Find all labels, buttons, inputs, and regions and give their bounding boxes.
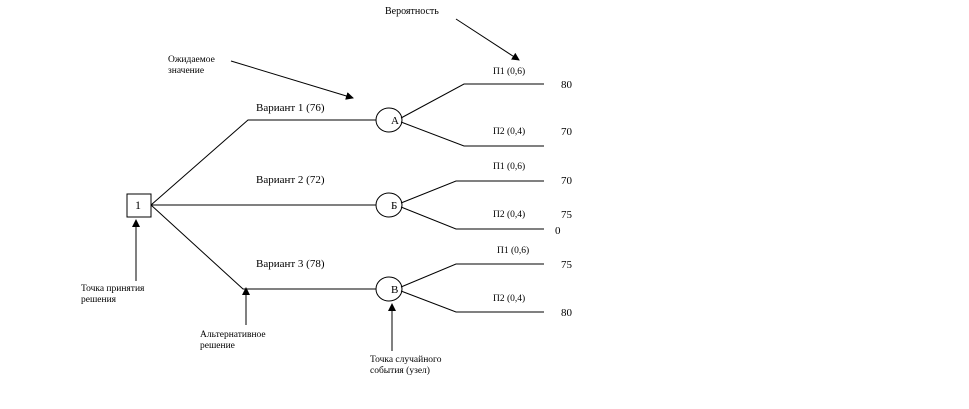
outcome-v2-value: 80 [561, 307, 572, 319]
outcome-branch-a1 [400, 83, 544, 119]
chance-node-v-circle [375, 276, 403, 302]
expected-value-label-line1: Ожидаемое [168, 55, 215, 65]
variant-2-label: Вариант 2 (72) [256, 174, 325, 186]
expected-value-label-line2: значение [168, 66, 205, 76]
chance-node-a-letter: А [391, 115, 399, 127]
outcome-v1-value: 75 [561, 259, 572, 271]
chance-node-v-letter: В [391, 284, 399, 296]
decision-point-label: Точка принятия решения [81, 284, 144, 306]
chance-point-label: Точка случайного события (узел) [370, 355, 441, 377]
branch-v1-label: П1 (0,6) [497, 246, 530, 256]
outcome-b1-value: 70 [561, 175, 572, 187]
decision-point-label-line1: Точка принятия [81, 284, 145, 294]
outcome-b2-value-extra: 0 [555, 225, 561, 237]
chance-point-label-line1: Точка случайного [370, 355, 442, 365]
outcome-branch-v2 [400, 290, 544, 313]
outcome-branch-v1 [400, 263, 544, 288]
chance-node-b-circle [375, 192, 403, 218]
outcome-b2-value: 75 [561, 209, 572, 221]
outcome-branch-b2 [400, 206, 544, 230]
outcome-branch-b1 [400, 180, 544, 204]
variant-1-branch [150, 119, 377, 206]
probability-label: Вероятность [385, 6, 439, 17]
branch-b2-label: П2 (0,4) [493, 210, 526, 220]
chance-node-a-circle [375, 107, 403, 133]
probability-arrow [455, 18, 520, 61]
outcome-a1-value: 80 [561, 79, 572, 91]
expected-value-arrow [230, 60, 354, 100]
chance-point-label-line2: события (узел) [370, 366, 430, 376]
branch-v2-label: П2 (0,4) [493, 294, 526, 304]
outcome-branch-a2 [400, 121, 544, 147]
expected-value-label: Ожидаемое значение [168, 55, 215, 77]
variant-1-label: Вариант 1 (76) [256, 102, 325, 114]
alternative-label: Альтернативное решение [200, 330, 266, 352]
alternative-label-line2: решение [200, 341, 235, 351]
branch-b1-label: П1 (0,6) [493, 162, 526, 172]
decision-node-number: 1 [135, 198, 141, 212]
chance-node-b-letter: Б [391, 200, 398, 212]
variant-3-branch [150, 204, 377, 290]
branch-a2-label: П2 (0,4) [493, 127, 526, 137]
outcome-a2-value: 70 [561, 126, 572, 138]
branch-a1-label: П1 (0,6) [493, 67, 526, 77]
alternative-label-line1: Альтернативное [200, 330, 266, 340]
variant-3-label: Вариант 3 (78) [256, 258, 325, 270]
decision-point-label-line2: решения [81, 295, 117, 305]
